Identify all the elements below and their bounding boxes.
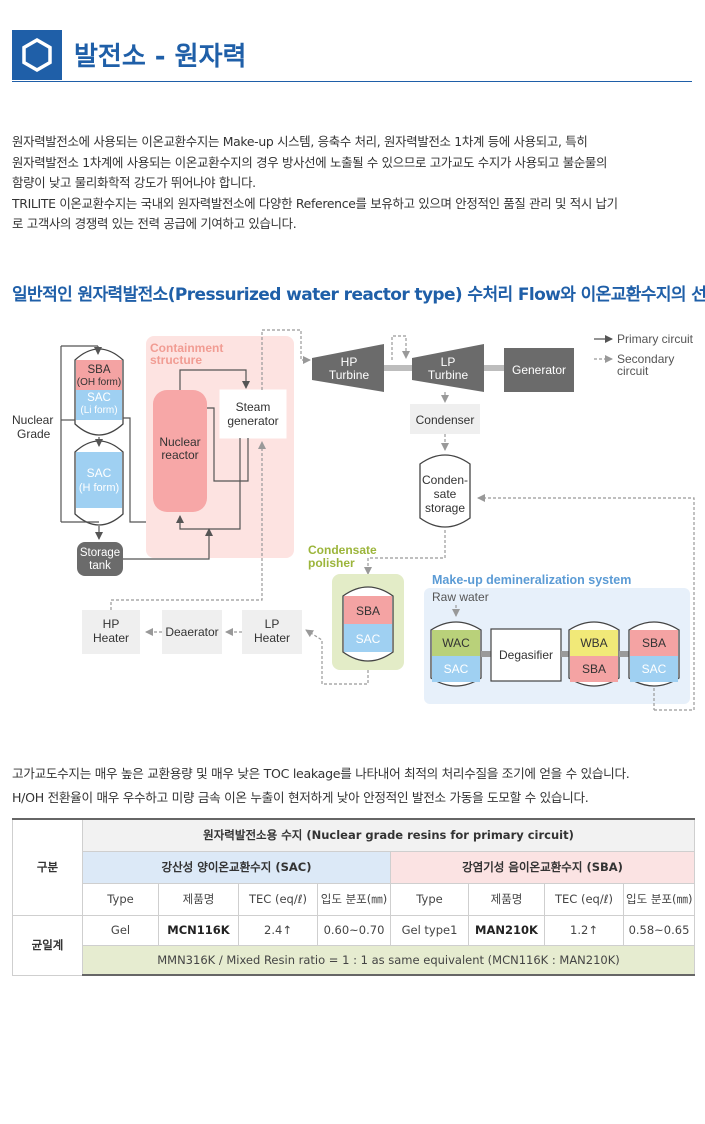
- polisher-top-label: SBA: [356, 604, 380, 618]
- table-cell: MCN116K: [158, 914, 239, 946]
- col-header: TEC (eq/ℓ): [238, 882, 318, 916]
- degasifier-label: Degasifier: [499, 648, 553, 662]
- page-header: 발전소 - 원자력: [12, 30, 692, 82]
- table-cell: Gel: [82, 914, 159, 946]
- nuclear-grade-label: Nuclear: [12, 413, 53, 427]
- lp-turbine-label: LP: [441, 355, 456, 369]
- vessel-sba-sac: SBA (OH form) SAC (Li form): [74, 348, 124, 436]
- col-header: 제품명: [468, 882, 545, 916]
- wac-label: WAC: [442, 636, 470, 650]
- vessel-sac-h: SAC (H form): [74, 440, 124, 526]
- wac-sac-label: SAC: [444, 662, 469, 676]
- table-main-header: 원자력발전소용 수지 (Nuclear grade resins for pri…: [82, 818, 695, 852]
- page-title: 발전소 - 원자력: [74, 42, 247, 72]
- table-cell: 1.2↑: [544, 914, 624, 946]
- table-cell: 2.4↑: [238, 914, 318, 946]
- vessel1-top-label: SBA: [87, 364, 110, 376]
- wba-label: WBA: [580, 636, 607, 650]
- raw-water-label: Raw water: [432, 590, 489, 604]
- hp-heater-label: HP: [103, 617, 120, 631]
- polisher-label: Condensate: [308, 543, 377, 557]
- lp-turbine-label-2: Turbine: [428, 368, 469, 382]
- steam-generator-label-2: generator: [227, 414, 278, 428]
- col-header: Type: [390, 882, 469, 916]
- generator: [504, 348, 574, 392]
- table-cell: Gel type1: [390, 914, 469, 946]
- intro-line: TRILITE 이온교환수지는 국내외 원자력발전소에 다양한 Referenc…: [12, 195, 618, 211]
- lp-turbine: [412, 344, 484, 392]
- legend: Primary circuit Secondary circuit: [594, 332, 694, 378]
- storage-tank-label: Storage: [80, 547, 120, 559]
- intro-paragraph: 원자력발전소에 사용되는 이온교환수지는 Make-up 시스템, 응축수 처리…: [12, 132, 697, 235]
- vessel2-label: SAC: [87, 466, 112, 480]
- hp-turbine: [312, 344, 384, 392]
- col-header: 입도 분포(㎜): [623, 882, 695, 916]
- legend-primary: Primary circuit: [617, 332, 694, 346]
- hexagon-icon: [12, 30, 62, 80]
- condensate-storage-label-3: storage: [425, 501, 465, 515]
- storage-tank-label-2: tank: [89, 560, 111, 572]
- row-label: 균일계: [12, 914, 83, 976]
- lp-heater: [242, 610, 302, 654]
- steam-generator: [219, 389, 287, 439]
- condensate-storage-label-2: sate: [434, 487, 457, 501]
- deaerator-label: Deaerator: [165, 625, 218, 639]
- hp-heater-label-2: Heater: [93, 631, 129, 645]
- nuclear-grade-label-2: Grade: [17, 427, 51, 441]
- steam-generator-label: Steam: [236, 400, 271, 414]
- lp-heater-label-2: Heater: [254, 631, 290, 645]
- polisher-label-2: polisher: [308, 556, 355, 570]
- condenser-label: Condenser: [416, 413, 475, 427]
- table-corner: 구분: [12, 818, 83, 916]
- table-note: MMN316K / Mixed Resin ratio = 1 : 1 as s…: [82, 944, 695, 976]
- hp-turbine-label-2: Turbine: [329, 368, 370, 382]
- legend-secondary: Secondary: [617, 352, 674, 366]
- sba-last-label: SBA: [642, 636, 666, 650]
- table-cell: MAN210K: [468, 914, 545, 946]
- intro-line: 함량이 낮고 물리화학적 강도가 뛰어나야 합니다.: [12, 175, 256, 190]
- sac-last-label: SAC: [642, 662, 667, 676]
- col-header: 입도 분포(㎜): [317, 882, 391, 916]
- vessel1-top-sub: (OH form): [77, 377, 121, 388]
- intro-line: 원자력발전소에 사용되는 이온교환수지는 Make-up 시스템, 응축수 처리…: [12, 134, 588, 149]
- hp-turbine-label: HP: [341, 355, 358, 369]
- section-title: 일반적인 원자력발전소(Pressurized water reactor ty…: [12, 285, 705, 305]
- makeup-label: Make-up demineralization system: [432, 573, 631, 587]
- condensate-storage: [419, 454, 471, 528]
- col-header: Type: [82, 882, 159, 916]
- hp-heater: [82, 610, 140, 654]
- containment-label-2: structure: [150, 353, 202, 367]
- intro-line: 원자력발전소 1차계에 사용되는 이온교환수지의 경우 방사선에 노출될 수 있…: [12, 154, 608, 170]
- wba-sba-label: SBA: [582, 662, 606, 676]
- col-header: 제품명: [158, 882, 239, 916]
- nuclear-reactor: [153, 390, 207, 512]
- table-cell: 0.58~0.65: [623, 914, 695, 946]
- polisher-bottom-label: SAC: [356, 632, 381, 646]
- vessel2-sub: (H form): [79, 482, 119, 494]
- lp-heater-label: LP: [265, 617, 280, 631]
- generator-label: Generator: [512, 363, 566, 377]
- intro-line: 로 고객사의 경쟁력 있는 전력 공급에 기여하고 있습니다.: [12, 216, 297, 231]
- resin-spec-table: 구분 원자력발전소용 수지 (Nuclear grade resins for …: [12, 818, 695, 976]
- table-cell: 0.60~0.70: [317, 914, 391, 946]
- storage-tank: [77, 542, 123, 576]
- containment-label: Containment: [150, 341, 223, 355]
- mid-line: H/OH 전환율이 매우 우수하고 미량 금속 이온 누출이 현저하게 낮아 안…: [12, 790, 589, 805]
- condenser: [410, 404, 480, 434]
- legend-secondary-2: circuit: [617, 364, 649, 378]
- condensate-storage-label: Conden-: [422, 473, 468, 487]
- table-sac-header: 강산성 양이온교환수지 (SAC): [82, 850, 391, 884]
- water-treatment-flow-diagram: Primary circuit Secondary circuit Contai…: [0, 318, 705, 718]
- resin-description: 고가교도수지는 매우 높은 교환용량 및 매우 낮은 TOC leakage를 …: [12, 762, 697, 810]
- vessel1-bottom-sub: (Li form): [80, 405, 117, 416]
- reactor-label: Nuclear: [159, 435, 200, 449]
- vessel1-bottom-label: SAC: [87, 392, 111, 404]
- col-header: TEC (eq/ℓ): [544, 882, 624, 916]
- reactor-label-2: reactor: [161, 448, 198, 462]
- table-sba-header: 강염기성 음이온교환수지 (SBA): [390, 850, 695, 884]
- deaerator: [162, 610, 222, 654]
- mid-line: 고가교도수지는 매우 높은 교환용량 및 매우 낮은 TOC leakage를 …: [12, 766, 630, 781]
